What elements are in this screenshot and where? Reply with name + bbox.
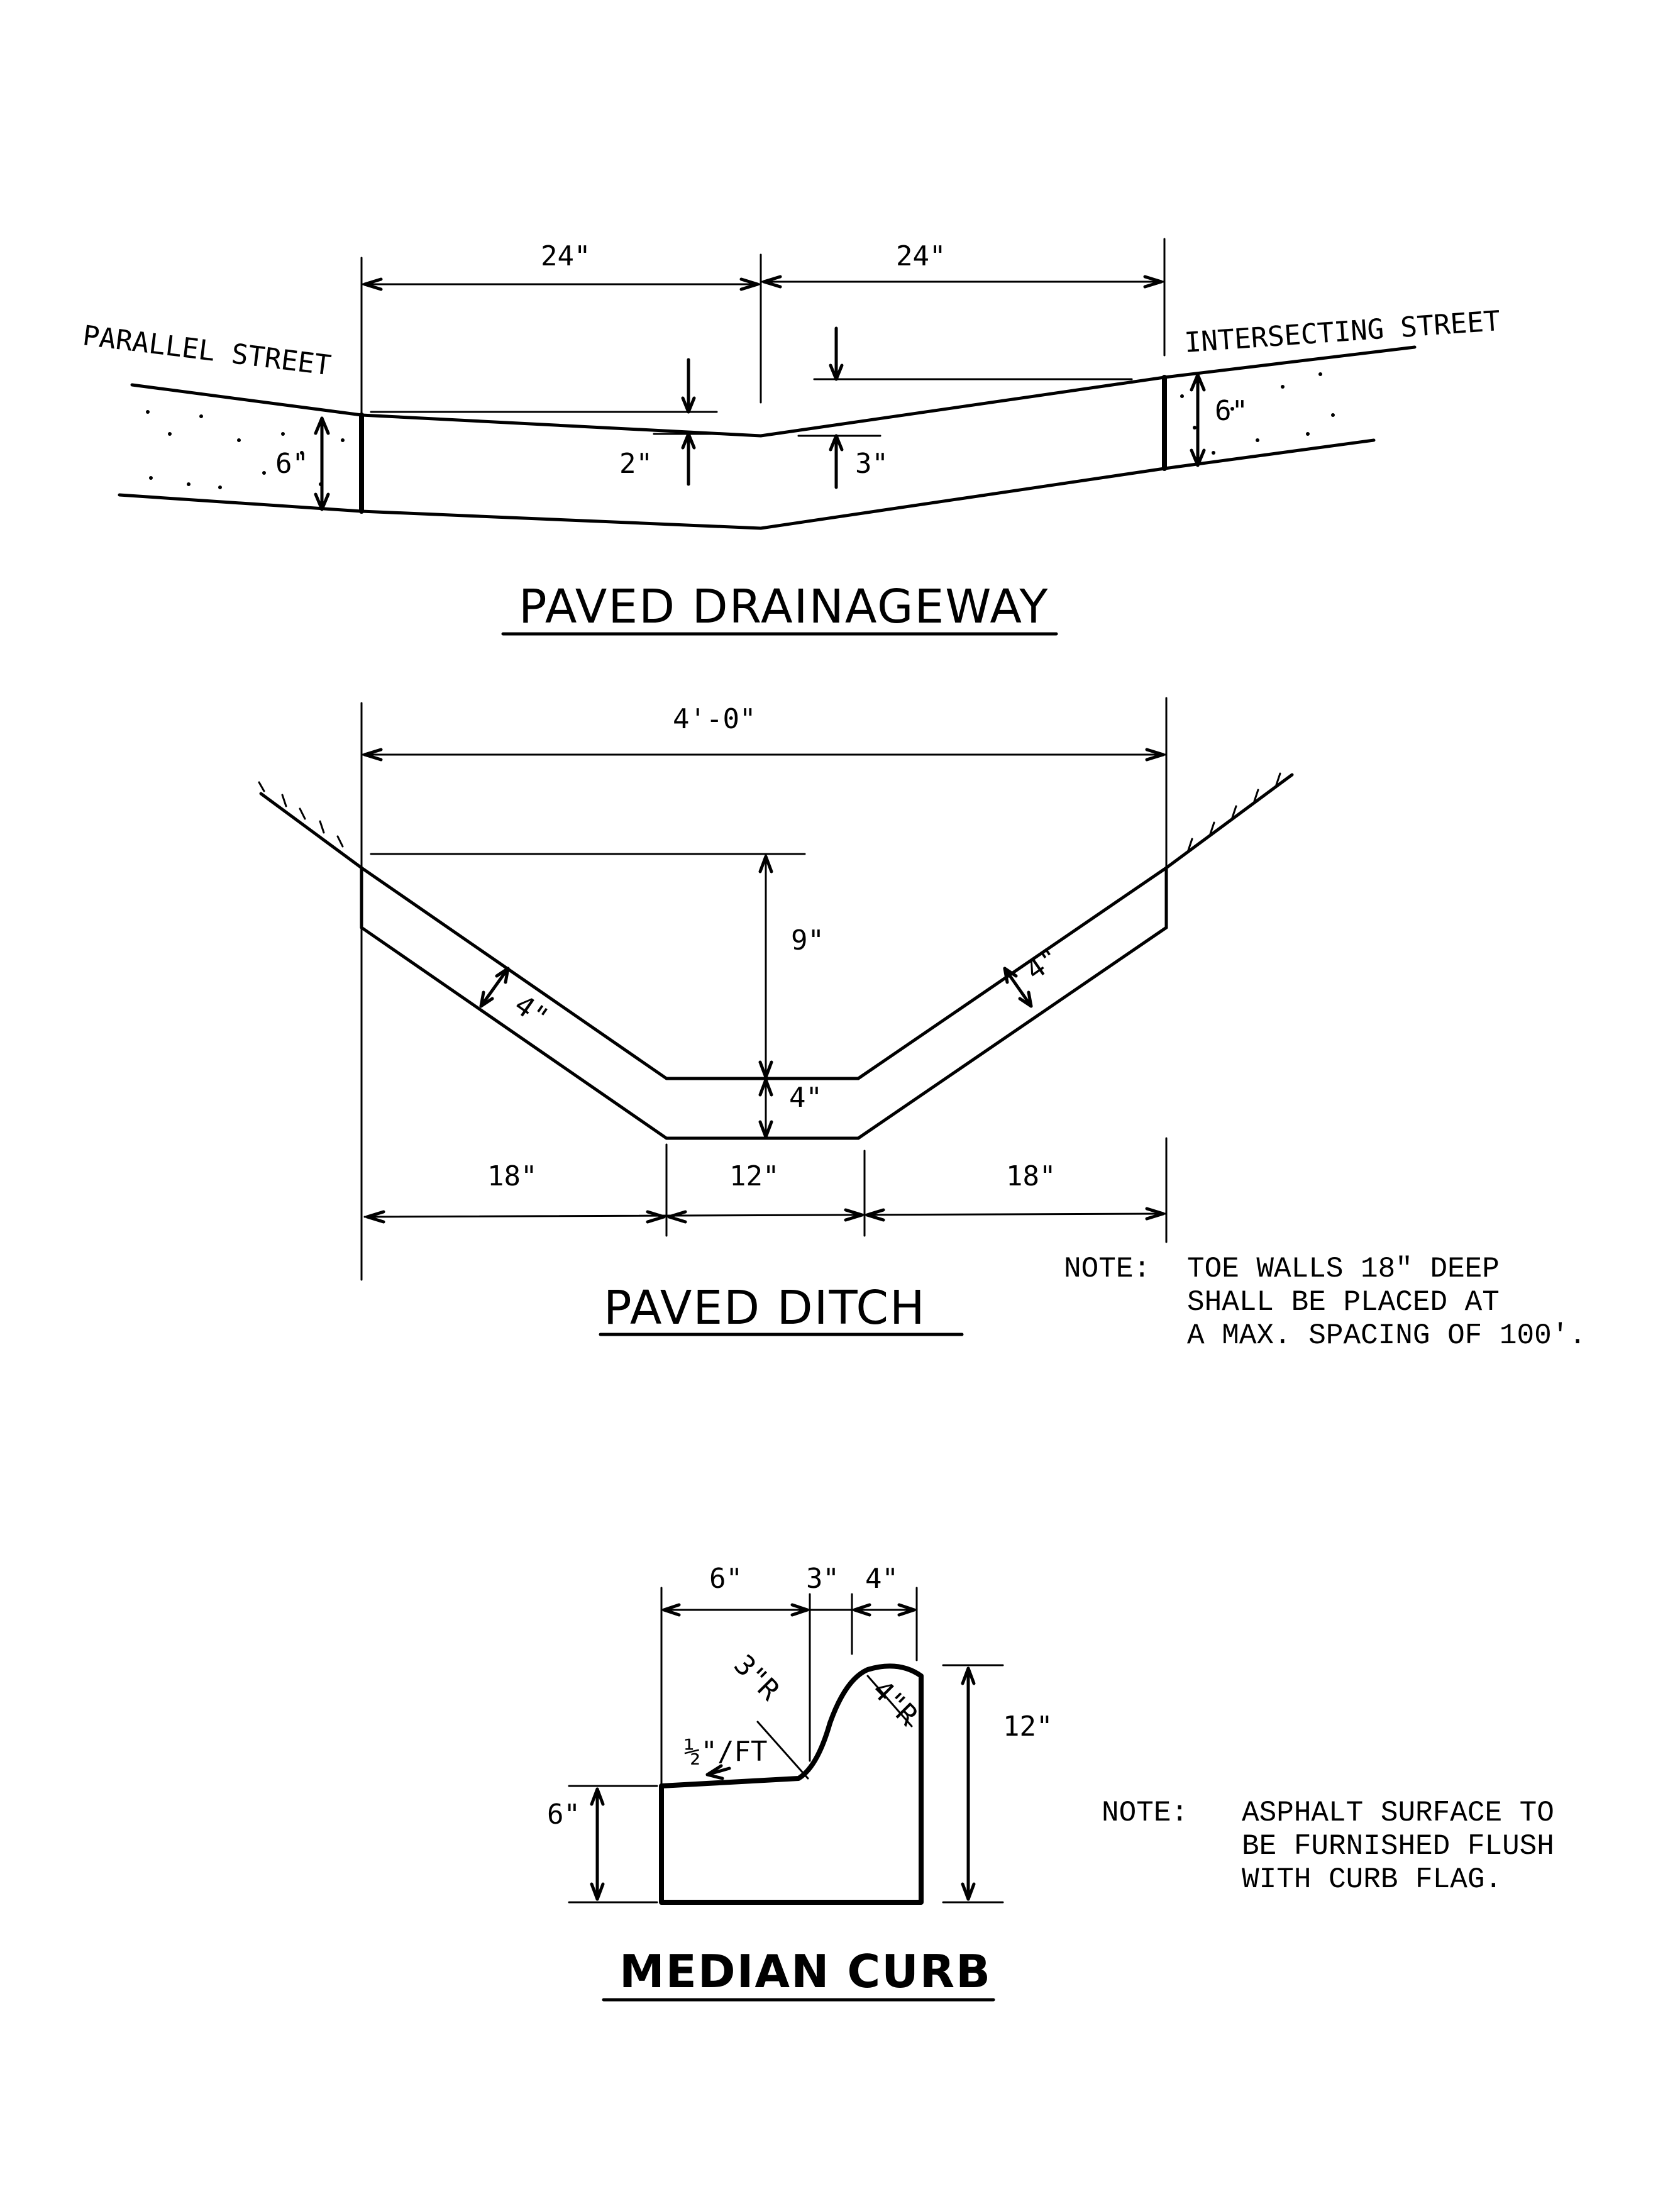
ditch-note-line-3: A MAX. SPACING OF 100'. (1187, 1319, 1586, 1352)
paved-ditch-section: 4'-0" 9" 4" 4" 4" 18" 12" 18" PAVED DITC… (258, 697, 1586, 1352)
ditch-note-label: NOTE: (1064, 1253, 1151, 1285)
curb-slope-arrow (705, 1764, 724, 1780)
curb-dim-radius-3: 3"R (727, 1649, 786, 1707)
curb-dim-top-right: 4" (865, 1563, 898, 1595)
curb-note-label: NOTE: (1102, 1797, 1188, 1829)
dim-right-drop: 3" (855, 448, 888, 480)
median-curb-title: MEDIAN CURB (619, 1945, 992, 1998)
parallel-street-top (130, 383, 363, 417)
parallel-street-stipple (146, 410, 345, 489)
ditch-dim-right-thickness: 4" (1020, 941, 1066, 987)
curb-flag-dim-arrows (590, 1787, 605, 1901)
curb-outline (659, 1663, 924, 1905)
curb-dim-top-left: 6" (709, 1563, 743, 1595)
ditch-dim-bottom-thickness: 4" (789, 1082, 822, 1114)
ditch-dim-depth: 9" (791, 924, 824, 956)
intersecting-street-label: INTERSECTING STREET (1183, 305, 1501, 359)
curb-note-line-1: ASPHALT SURFACE TO (1242, 1797, 1554, 1829)
dim-left-drop: 2" (619, 448, 653, 480)
curb-radius-4-leader (866, 1675, 913, 1727)
curb-dim-top-mid: 3" (806, 1563, 839, 1595)
dim-right-width: 24" (896, 240, 946, 272)
ditch-left-thickness-arrows (479, 967, 510, 1008)
dim-left-width: 24" (541, 240, 590, 272)
curb-dim-slope: ½"/FT (684, 1736, 767, 1768)
ditch-depth-arrows (758, 855, 773, 1139)
dim-right-depth: 6" (1215, 395, 1248, 427)
curb-note-line-2: BE FURNISHED FLUSH (1242, 1830, 1554, 1863)
parallel-street-label: PARALLEL STREET (81, 319, 333, 382)
ditch-right-thickness-dim (1003, 967, 1033, 1008)
ditch-dim-center-base: 12" (729, 1160, 779, 1192)
median-curb-section: ½"/FT 3"R 4"R 6" 3" 4" 6" 12" MEDIAN CUR… (547, 1563, 1554, 2002)
curb-note-line-3: WITH CURB FLAG. (1242, 1863, 1502, 1896)
ditch-left-thickness-dim (479, 967, 510, 1008)
dim-drop-left-head-top (681, 396, 696, 414)
ditch-base-dim-arrows (365, 1207, 1165, 1224)
ditch-note-line-2: SHALL BE PLACED AT (1187, 1286, 1500, 1319)
intersecting-street-top (1163, 345, 1417, 379)
drainageway-top-surface (360, 375, 1166, 438)
ditch-base-dim-line (363, 1212, 1168, 1218)
ditch-dim-overall-arrows (363, 748, 1165, 762)
curb-total-dim-arrows (961, 1666, 976, 1901)
ditch-dim-overall: 4'-0" (673, 703, 756, 735)
dim-drop-right-head-top (829, 363, 844, 381)
dim-right-depth-arrows (1190, 373, 1206, 467)
curb-radius-3-leader (756, 1721, 809, 1780)
ditch-right-thickness-arrows (1003, 967, 1033, 1008)
ditch-outer-surface (360, 926, 1168, 1140)
paved-drainageway-section: 24" 24" 6" 6" 2" 3" PARALLEL STREET INTE… (81, 238, 1501, 636)
curb-dim-total-height: 12" (1003, 1710, 1053, 1743)
intersecting-street-stipple (1180, 372, 1335, 455)
ground-right (1164, 773, 1294, 870)
ditch-dim-right-base: 18" (1006, 1160, 1056, 1192)
dim-arrows-top (363, 275, 1163, 291)
ground-left (259, 792, 363, 870)
ditch-note-line-1: TOE WALLS 18" DEEP (1187, 1253, 1500, 1285)
curb-dim-flag-height: 6" (547, 1799, 580, 1831)
ground-right-hatch (1187, 772, 1281, 851)
dim-drop-right-head-bot (829, 434, 844, 452)
dim-left-depth: 6" (275, 448, 309, 480)
paved-ditch-title: PAVED DITCH (604, 1281, 926, 1335)
ditch-dim-left-base: 18" (487, 1160, 537, 1192)
drainageway-bottom-surface (360, 467, 1166, 530)
paved-drainageway-title: PAVED DRAINAGEWAY (519, 580, 1049, 634)
dim-drop-left-head-bot (681, 432, 696, 450)
curb-dim-top-arrows (662, 1603, 916, 1617)
dim-left-depth-arrows (314, 416, 330, 511)
ground-left-hatch (258, 781, 344, 848)
